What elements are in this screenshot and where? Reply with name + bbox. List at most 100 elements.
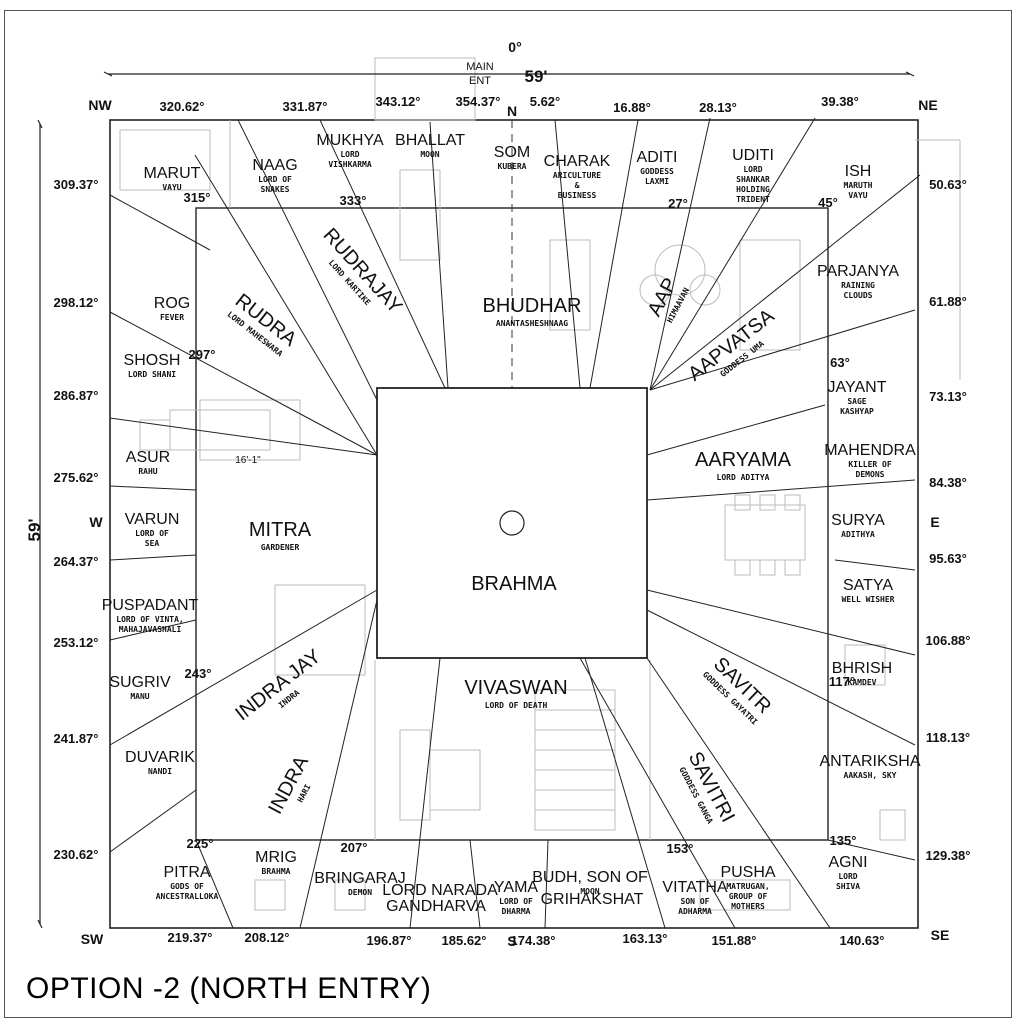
radial-line xyxy=(109,485,197,491)
degree-label: 163.13° xyxy=(623,931,668,946)
radial-line xyxy=(646,657,831,929)
radial-line xyxy=(237,119,378,401)
degree-label: 151.88° xyxy=(712,933,757,948)
outer-deity-attribute: SEA xyxy=(145,539,160,548)
inner-degree-label: 153° xyxy=(667,841,694,856)
outer-deity-name: SURYA xyxy=(831,512,885,529)
radial-line xyxy=(109,789,197,853)
degree-label: 253.12° xyxy=(54,635,99,650)
radial-lines xyxy=(109,117,921,929)
degree-label: 275.62° xyxy=(54,470,99,485)
radial-line xyxy=(409,657,441,929)
outer-deity-attribute: SNAKES xyxy=(261,185,290,194)
outer-deity-name: MAHENDRA xyxy=(824,442,916,459)
radial-line xyxy=(319,119,446,389)
outer-deity-name: PUSPADANT xyxy=(102,597,199,614)
outer-deity-attribute: KILLER OF xyxy=(848,460,892,469)
compass-se: SE xyxy=(931,927,950,943)
outer-deity-attribute: SAGE xyxy=(847,397,866,406)
outer-deity-attribute: GODS OF xyxy=(170,882,204,891)
outer-deity-attribute: MOTHERS xyxy=(731,902,765,911)
outer-deity-name: PUSHA xyxy=(720,864,775,881)
radial-line xyxy=(109,619,197,641)
radial-line xyxy=(109,417,378,456)
degree-label: 298.12° xyxy=(54,295,99,310)
outer-deity-attribute: GROUP OF xyxy=(729,892,768,901)
degree-label: 73.13° xyxy=(929,389,967,404)
compass-n: N xyxy=(507,103,517,119)
degree-label: 343.12° xyxy=(376,94,421,109)
radial-line xyxy=(544,839,549,929)
outer-deity-name: SOM xyxy=(494,144,530,161)
inner-degree-label: 243° xyxy=(185,666,212,681)
outer-deity-attribute: HOLDING xyxy=(736,185,770,194)
inner-deity-name: AARYAMA xyxy=(695,449,792,471)
inner-degree-label: 297° xyxy=(189,347,216,362)
plot-boundary xyxy=(109,119,919,929)
outer-deity-attribute: FEVER xyxy=(160,313,184,322)
compass-s: S xyxy=(507,933,516,949)
inner-degree-label: 117° xyxy=(829,674,855,689)
outer-deity-name: UDITI xyxy=(732,147,774,164)
outer-deity-name: PITRA xyxy=(163,864,210,881)
outer-deity-name: NAAG xyxy=(252,157,297,174)
floor-plan-background xyxy=(119,57,961,911)
radial-line xyxy=(584,657,666,929)
outer-deity-name: GANDHARVA xyxy=(386,898,486,915)
outer-deity-name: LORD NARADA xyxy=(382,882,498,899)
inner-degree-label: 207° xyxy=(341,840,368,855)
outer-deity-attribute: LORD OF VINTA, xyxy=(116,615,183,624)
outer-deity-attribute: DEMONS xyxy=(856,470,885,479)
degree-label: 118.13° xyxy=(926,730,970,745)
outer-deity-name: SHOSH xyxy=(124,352,181,369)
inner-degree-label: 63° xyxy=(830,355,850,370)
outer-deity-attribute: ANCESTRALLOKA xyxy=(156,892,219,901)
outer-deity-attribute: RAHU xyxy=(138,467,157,476)
outer-deity-attribute: & xyxy=(575,181,580,190)
outer-deity-attribute: KUBERA xyxy=(498,162,527,171)
radial-line xyxy=(827,839,916,861)
outer-deity-attribute: LAXMI xyxy=(645,177,669,186)
outer-deity-attribute: ADHARMA xyxy=(678,907,712,916)
outer-deity-name: ASUR xyxy=(126,449,170,466)
radial-line xyxy=(109,194,211,251)
degree-label: 16.88° xyxy=(613,100,651,115)
outer-deity-attribute: DHARMA xyxy=(502,907,531,916)
outer-deity-attribute: SHANKAR xyxy=(736,175,770,184)
inner-deity-name: BHUDHAR xyxy=(483,295,582,317)
degree-label: 309.37° xyxy=(54,177,99,192)
degree-label: 354.37° xyxy=(456,94,501,109)
outer-deity-name: BHRISH xyxy=(832,660,892,677)
radial-line xyxy=(646,404,826,456)
outer-deity-name: BRINGARAJ xyxy=(314,870,406,887)
outer-deity-name: VITATHA xyxy=(662,879,728,896)
degree-label: 286.87° xyxy=(54,388,99,403)
outer-deity-name: BUDH, SON OF xyxy=(532,869,648,886)
outer-deity-attribute: ARICULTURE xyxy=(553,171,601,180)
outer-deity-attribute: LORD xyxy=(743,165,762,174)
outer-deity-name: AGNI xyxy=(828,854,867,871)
degree-label: 331.87° xyxy=(283,99,328,114)
radial-line xyxy=(579,657,736,929)
inner-deity-attribute: GARDENER xyxy=(261,543,300,552)
inner-degree-label: 333° xyxy=(340,193,367,208)
